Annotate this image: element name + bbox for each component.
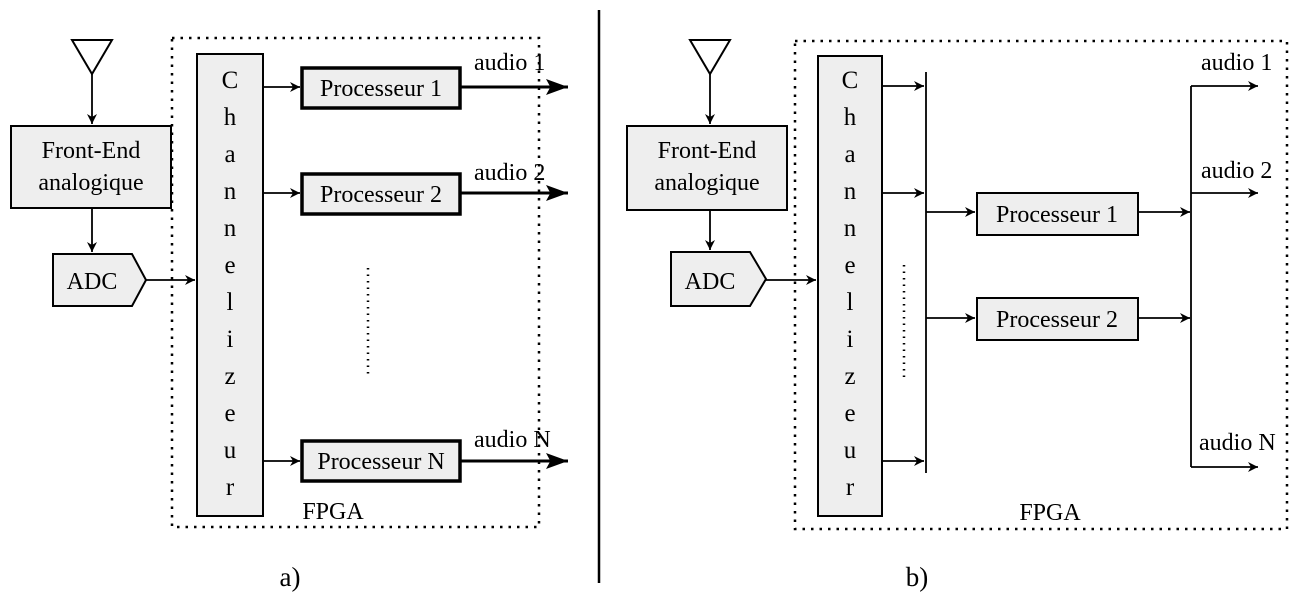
channelizer-letter: h [224,104,237,131]
channelizer-letter: n [224,178,237,205]
caption-a: a) [280,562,301,592]
processor-2-box [300,172,462,216]
antenna-icon [70,39,114,76]
processor-2-label: Processeur 2 [996,307,1118,333]
channelizer-letter: n [844,215,857,242]
channelizer-letter: h [844,104,857,131]
channelizer-letter: n [844,178,857,205]
channelizer-letter: e [224,400,235,427]
channelizer-box [196,53,264,517]
front-end-label-line2: analogique [38,170,143,196]
channelizer-letter: e [844,252,855,279]
caption-b: b) [906,562,929,592]
channelizer-label: C h a n n e l i z e u r [222,67,239,501]
channelizer-label: C h a n n e l i z e u r [842,67,859,501]
channelizer-letter: u [844,437,857,464]
fpga-boundary [793,39,1289,531]
adc-block [52,253,148,307]
channelizer-box [817,55,883,517]
adc-label: ADC [67,269,118,295]
front-end-box [10,125,172,209]
audio-1-label: audio 1 [474,50,545,76]
panel-b: FPGA Front-End analogique ADC C h a n n … [626,39,1289,592]
processor-n-label: Processeur N [317,449,444,475]
front-end-box [626,125,788,211]
processor-1-box [976,192,1139,236]
channelizer-letter: C [222,67,239,94]
channelizer-letter: l [227,289,234,316]
audio-1-label: audio 1 [1201,50,1272,76]
antenna-icon [688,39,732,76]
front-end-label-line2: analogique [654,170,759,196]
channelizer-letter: r [846,474,855,501]
audio-n-label: audio N [1199,430,1276,456]
channelizer-letter: C [842,67,859,94]
channelizer-letter: i [847,326,854,353]
channelizer-letter: r [226,474,235,501]
audio-2-label: audio 2 [1201,158,1272,184]
front-end-label-line1: Front-End [658,138,757,164]
channelizer-letter: u [224,437,237,464]
channelizer-letter: z [224,363,235,390]
processor-1-box [300,66,462,110]
front-end-label-line1: Front-End [42,138,141,164]
channelizer-letter: a [844,141,855,168]
channelizer-letter: i [227,326,234,353]
processor-1-label: Processeur 1 [996,202,1118,228]
adc-block [670,251,768,307]
channelizer-letter: l [847,289,854,316]
fpga-boundary [170,36,541,529]
audio-2-label: audio 2 [474,160,545,186]
channelizer-letter: a [224,141,235,168]
processor-2-label: Processeur 2 [320,182,442,208]
channelizer-letter: e [224,252,235,279]
processor-1-label: Processeur 1 [320,76,442,102]
fpga-label: FPGA [302,499,364,525]
panel-a: FPGA Front-End analogique ADC C h a n n … [10,36,568,592]
processor-2-box [976,297,1139,341]
channelizer-letter: e [844,400,855,427]
audio-n-label: audio N [474,427,551,453]
channelizer-letter: n [224,215,237,242]
fpga-label: FPGA [1019,500,1081,526]
adc-label: ADC [685,269,736,295]
channelizer-letter: z [844,363,855,390]
